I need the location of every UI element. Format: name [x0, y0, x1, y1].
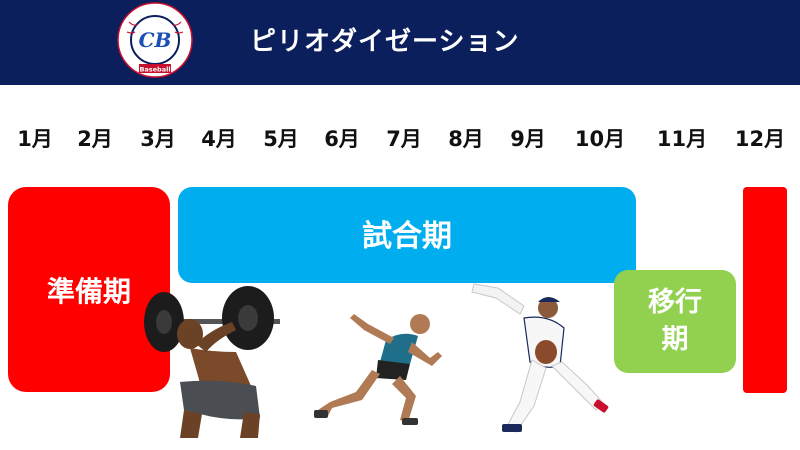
weightlifter-squat-figure: [144, 286, 280, 438]
team-logo: CB Baseball: [117, 2, 193, 78]
logo-initials: CB: [139, 28, 172, 52]
month-label-11: 11月: [656, 127, 708, 151]
transition-phase-label-line2: 期: [661, 323, 689, 355]
month-label-8: 8月: [448, 127, 484, 151]
preparation-phase-block: 準備期: [8, 187, 170, 392]
transition-phase-block: 移行 期: [614, 270, 736, 373]
month-label-5: 5月: [263, 127, 299, 151]
preparation-phase-label: 準備期: [46, 274, 131, 308]
month-label-9: 9月: [510, 127, 546, 151]
transition-phase-label-line1: 移行: [648, 287, 702, 319]
logo-bottom-text: Baseball: [139, 66, 170, 74]
baseball-pitcher-figure: [471, 283, 609, 433]
month-label-12: 12月: [734, 127, 786, 151]
month-label-7: 7月: [386, 127, 422, 151]
sprinter-figure: [314, 314, 442, 425]
month-label-3: 3月: [140, 127, 176, 151]
competition-phase-block: 試合期: [178, 187, 636, 283]
month-label-4: 4月: [201, 127, 237, 151]
month-label-1: 1月: [17, 127, 53, 151]
month-label-6: 6月: [324, 127, 360, 151]
page-title: ピリオダイゼーション: [250, 27, 520, 57]
competition-phase-label: 試合期: [362, 219, 452, 254]
month-label-2: 2月: [77, 127, 113, 151]
header-bar: CB Baseball ピリオダイゼーション: [0, 0, 800, 85]
month-label-10: 10月: [574, 127, 626, 151]
preparation-phase-december-block: [743, 187, 787, 393]
